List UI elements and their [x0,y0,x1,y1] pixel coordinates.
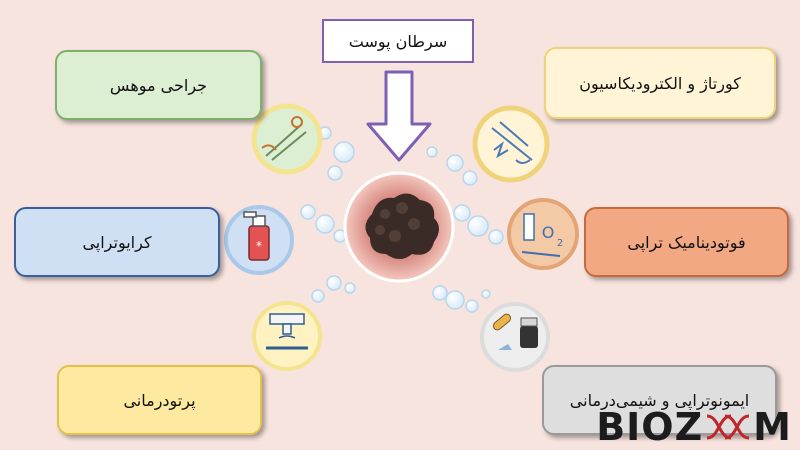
curettage-electrodesiccation-label: کورتاژ و الکترودیکاسیون [579,73,741,93]
logo-text-right: M [753,405,792,449]
logo-text-left: BIOZ [596,405,704,449]
svg-text:2: 2 [557,238,563,249]
biozoom-logo: BIOZ M [596,408,792,446]
skin-cancer-title-label: سرطان پوست [348,31,448,51]
mohs-surgery-box: جراحی موهس [55,50,262,120]
cryotherapy-label: کرایوتراپی [82,232,152,252]
medication-icon [480,302,550,372]
bubble-trails [300,126,504,313]
spray-bottle-icon: * [224,205,294,275]
surgery-tools-icon [251,103,323,175]
immunotherapy-chemotherapy-label: ایمونوتراپی و شیمی‌درمانی [569,390,750,410]
curettage-electrodesiccation-box: کورتاژ و الکترودیکاسیون [544,47,776,119]
photodynamic-therapy-box: فوتودینامیک تراپی [584,207,789,277]
skin-lesion-icon [343,171,455,283]
radiotherapy-machine-icon [252,301,322,371]
mohs-surgery-label: جراحی موهس [109,75,208,95]
svg-text:O: O [542,223,555,242]
radiotherapy-label: پرتودرمانی [123,390,196,410]
cryotherapy-box: کرایوتراپی [14,207,220,277]
down-arrow-icon [366,70,432,162]
photodynamic-light-icon: O 2 [507,198,579,270]
electrosurgery-icon [472,105,550,183]
dna-helix-icon [706,414,750,440]
svg-text:*: * [256,239,262,253]
photodynamic-therapy-label: فوتودینامیک تراپی [627,232,746,252]
skin-cancer-title: سرطان پوست [322,19,474,63]
radiotherapy-box: پرتودرمانی [57,365,262,435]
